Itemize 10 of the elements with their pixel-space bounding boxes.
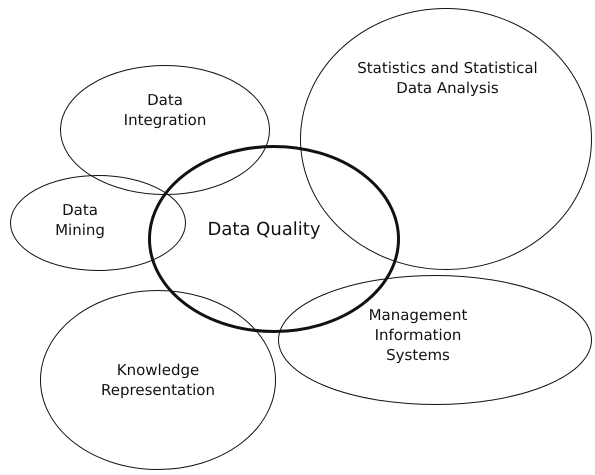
ellipse-node: [60, 65, 270, 195]
node-label: Management Information Systems: [368, 305, 468, 365]
node-label: Data Integration: [122, 90, 208, 130]
ellipse-node: [10, 175, 186, 271]
node-label: Statistics and Statistical Data Analysis: [356, 58, 539, 98]
ellipse-node: [278, 275, 592, 405]
node-label: Knowledge Representation: [100, 360, 216, 400]
ellipse-node: [40, 290, 276, 470]
node-label: Data Quality: [206, 220, 322, 240]
node-label: Data Mining: [54, 200, 106, 240]
